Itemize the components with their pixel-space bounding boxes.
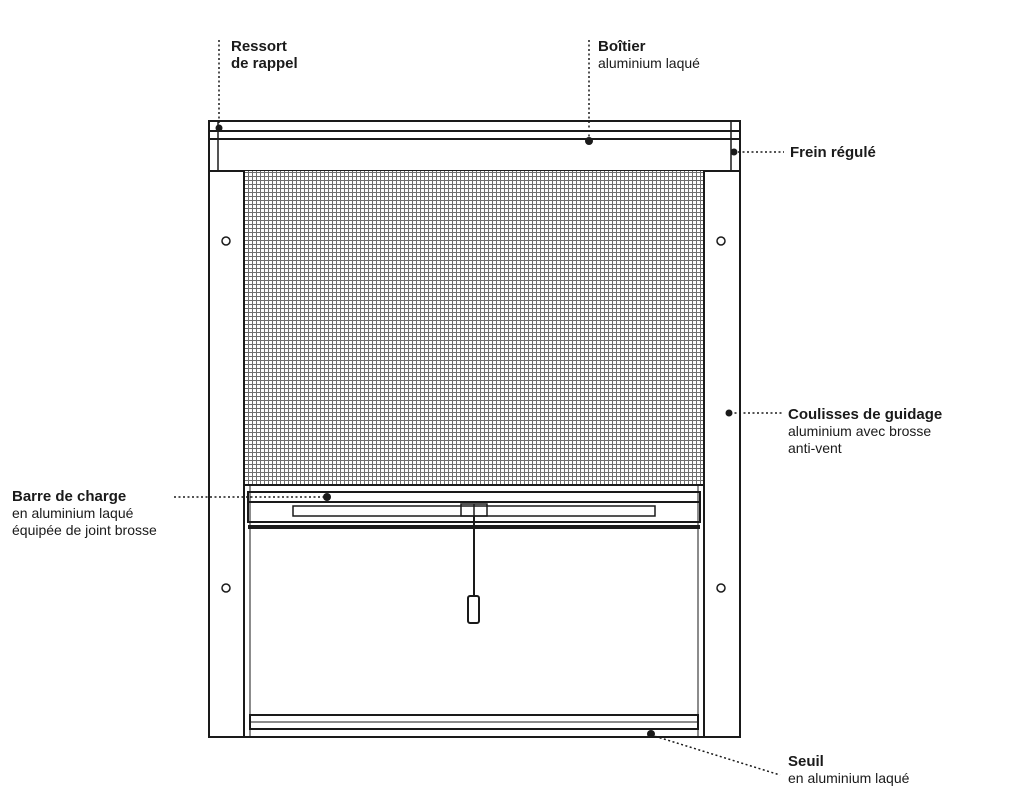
label-barre-title: Barre de charge (12, 488, 127, 505)
left-guide-rail (208, 170, 245, 738)
threshold (249, 714, 699, 730)
label-seuil: Seuil en aluminium laqué (788, 753, 909, 787)
label-frein-title: Frein régulé (790, 144, 876, 161)
label-barre-sub1: en aluminium laqué (12, 505, 134, 521)
label-coulisses-sub2: anti-vent (788, 440, 842, 456)
label-ressort-line2: de rappel (231, 55, 298, 72)
label-boitier-sub: aluminium laqué (598, 55, 700, 71)
label-boitier: Boîtier aluminium laqué (598, 38, 700, 72)
label-barre-sub2: équipée de joint brosse (12, 522, 157, 538)
pull-cord (467, 516, 480, 624)
label-seuil-title: Seuil (788, 753, 824, 770)
screws (221, 236, 726, 593)
label-coulisses: Coulisses de guidage aluminium avec bros… (788, 406, 942, 457)
leader-seuil (650, 734, 781, 776)
label-coulisses-sub1: aluminium avec brosse (788, 423, 932, 439)
right-guide-rail (703, 170, 741, 738)
label-ressort: Ressort de rappel (231, 38, 298, 72)
label-barre: Barre de charge en aluminium laqué équip… (12, 488, 157, 539)
label-coulisses-title: Coulisses de guidage (788, 406, 943, 423)
label-seuil-sub: en aluminium laqué (788, 770, 910, 786)
label-frein: Frein régulé (790, 144, 876, 161)
label-boitier-title: Boîtier (598, 38, 646, 55)
label-ressort-line1: Ressort (231, 38, 287, 55)
cassette-box (208, 120, 741, 172)
mesh-screen (245, 171, 703, 485)
